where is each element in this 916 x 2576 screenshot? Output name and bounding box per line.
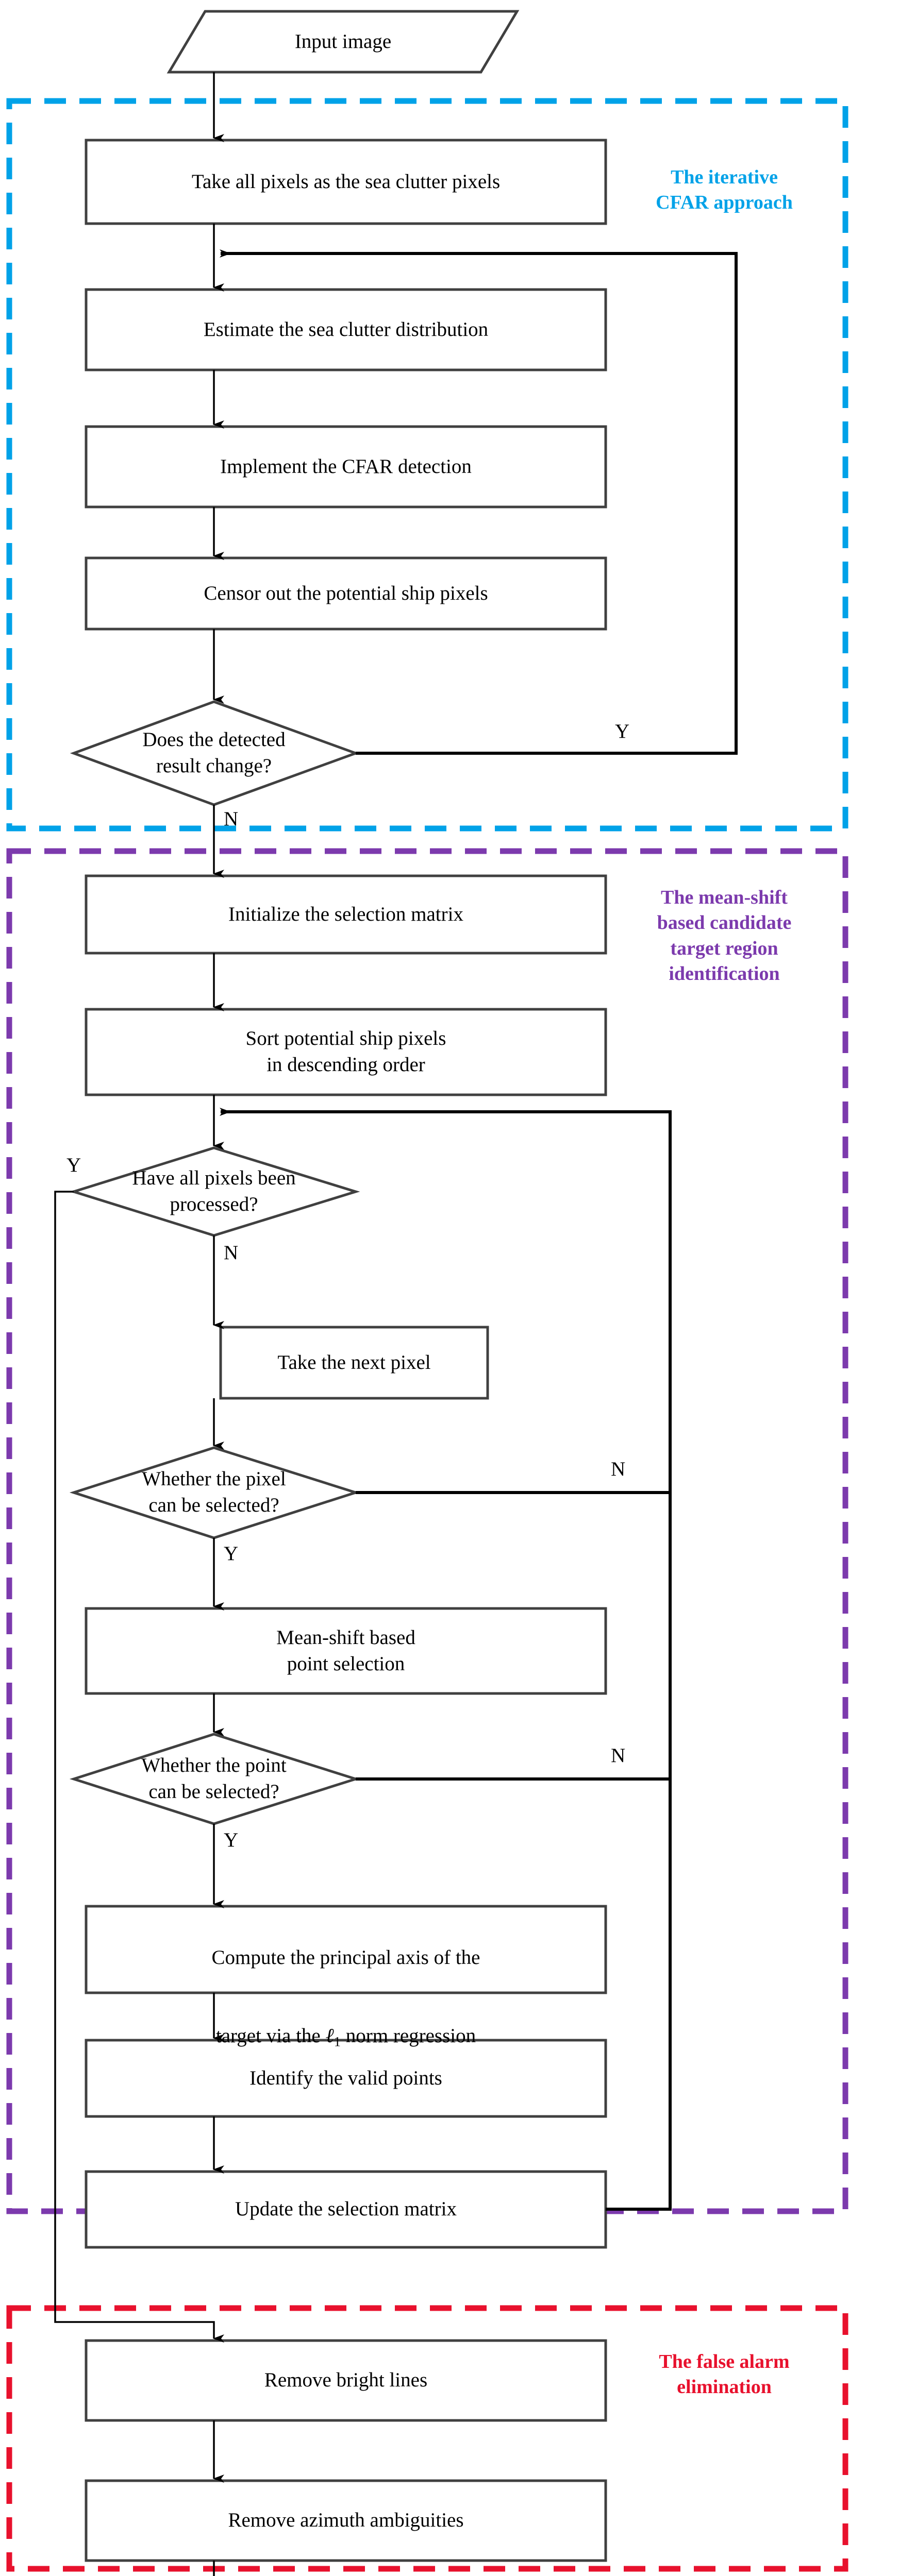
branch-label-result-change-no: N bbox=[224, 808, 239, 830]
node-remove-bright-lines bbox=[85, 2339, 607, 2422]
node-implement-cfar bbox=[85, 425, 607, 509]
node-meanshift-point-selection bbox=[85, 1607, 607, 1695]
node-remove-azimuth bbox=[85, 2479, 607, 2562]
node-identify-valid-points bbox=[85, 2039, 607, 2118]
node-init-selection-matrix bbox=[85, 874, 607, 955]
branch-label-point-selected-yes: Y bbox=[224, 1829, 239, 1851]
group-label-meanshift: The mean-shift based candidate target re… bbox=[657, 887, 792, 985]
group-label-cfar: The iterative CFAR approach bbox=[656, 166, 793, 214]
node-take-all-pixels bbox=[85, 139, 607, 225]
node-sort-pixels bbox=[85, 1008, 607, 1096]
branch-label-point-selected-no: N bbox=[611, 1744, 626, 1767]
node-compute-axis bbox=[85, 1905, 607, 1994]
node-point-selected bbox=[69, 1733, 360, 1825]
node-pixel-selected bbox=[69, 1446, 360, 1539]
node-update-selection-matrix bbox=[85, 2170, 607, 2249]
node-result-change bbox=[70, 700, 360, 806]
edge-all-pixels-yes-to-remove-bright bbox=[54, 1191, 224, 2343]
branch-label-result-change-yes: Y bbox=[615, 720, 630, 742]
node-take-next-pixel bbox=[219, 1326, 489, 1400]
branch-label-pixel-selected-no: N bbox=[611, 1458, 626, 1480]
node-estimate-distribution bbox=[85, 288, 607, 371]
group-label-false-alarm: The false alarm elimination bbox=[659, 2351, 790, 2398]
edge-cfar-loopback bbox=[220, 249, 738, 755]
node-input-image bbox=[166, 10, 520, 74]
node-all-pixels-processed bbox=[69, 1146, 360, 1237]
branch-label-pixel-selected-yes: Y bbox=[224, 1543, 239, 1565]
edge-meanshift-loopback bbox=[220, 1108, 672, 2211]
branch-label-all-pixels-yes: Y bbox=[66, 1154, 81, 1176]
group-boundary-cfar bbox=[6, 98, 848, 832]
group-boundary-false-alarm bbox=[6, 2305, 848, 2572]
edges bbox=[54, 72, 738, 2576]
branch-label-all-pixels-no: N bbox=[224, 1242, 239, 1264]
node-censor-out bbox=[85, 556, 607, 631]
